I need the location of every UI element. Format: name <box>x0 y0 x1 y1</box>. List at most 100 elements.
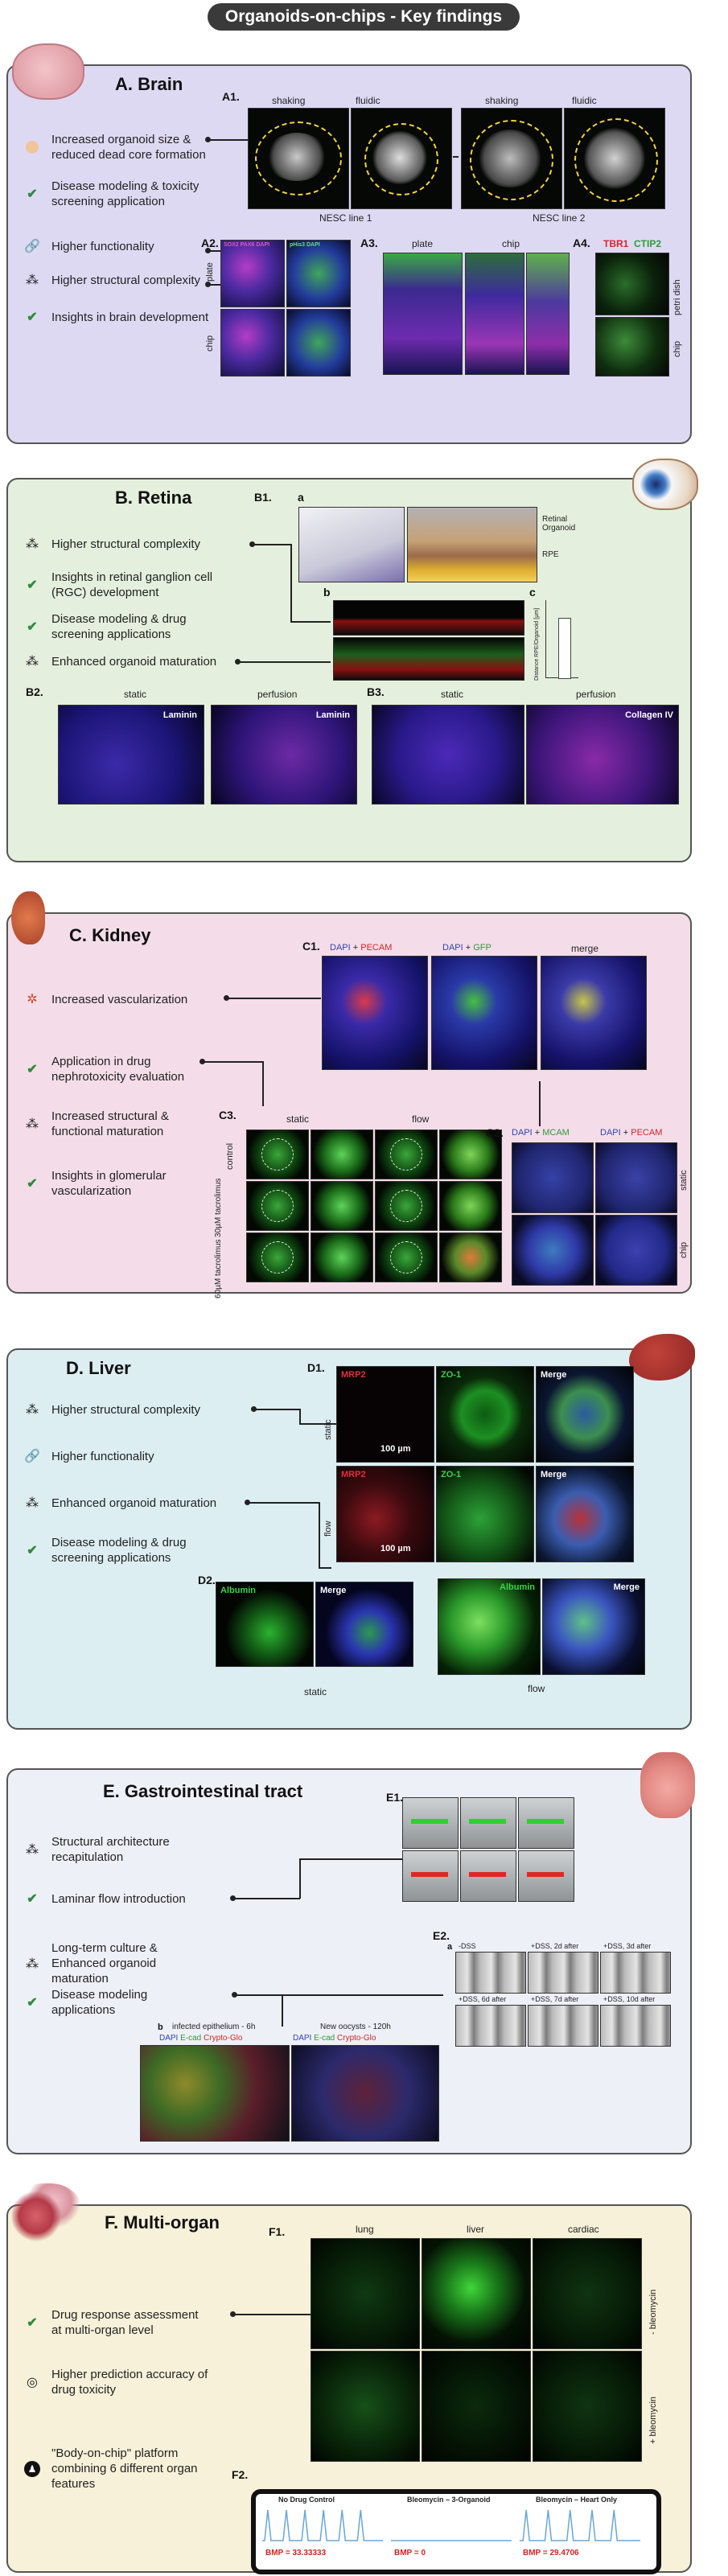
brain-panel: A. Brain Increased organoid size & reduc… <box>6 43 692 444</box>
multi-bullet-text: "Body-on-chip" platform combining 6 diff… <box>51 2446 198 2491</box>
retina-bullet-3: ✔ Disease modeling & drug screening appl… <box>24 611 241 642</box>
retina-bullet-2: ✔ Insights in retinal ganglion cell (RGC… <box>24 570 241 600</box>
micrograph <box>402 1797 459 1849</box>
panel-label-b3: B3. <box>367 685 385 698</box>
micrograph <box>439 1232 502 1282</box>
bmp-value: BMP = 0 <box>394 2549 426 2557</box>
micrograph <box>372 705 524 804</box>
micrograph: Merge <box>542 1578 645 1675</box>
subpanel-label-a: a <box>298 491 304 504</box>
organoid-icon <box>24 139 40 155</box>
micrograph <box>564 108 665 209</box>
connector-line <box>290 621 331 623</box>
brain-bullet-text: Insights in brain development <box>51 310 209 324</box>
micrograph: ZO-1 <box>436 1466 534 1562</box>
panel-label-b2: B2. <box>26 685 43 698</box>
micrograph <box>286 309 351 377</box>
vascular-icon: ✲ <box>27 993 38 1006</box>
chip-schematic <box>407 507 537 582</box>
panel-label-f1: F1. <box>269 2225 286 2238</box>
connector-line <box>319 1567 331 1569</box>
micrograph <box>595 1215 677 1286</box>
micrograph <box>246 1232 309 1282</box>
organoid-outline <box>390 1190 422 1222</box>
eye-icon <box>632 459 698 510</box>
micrograph <box>518 1850 574 1902</box>
dss-label: +DSS, 7d after <box>531 1995 579 2003</box>
connector-line <box>299 1423 336 1425</box>
micrograph <box>600 1952 671 1994</box>
micrograph <box>595 253 669 315</box>
panel-label-a3: A3. <box>360 237 378 249</box>
micrograph <box>439 1181 502 1231</box>
check-icon: ✔ <box>27 187 38 201</box>
trace-line <box>262 2509 383 2541</box>
micrograph: Merge <box>315 1582 413 1667</box>
micrograph <box>220 309 285 377</box>
micrograph <box>595 317 669 377</box>
connector-line <box>252 544 290 545</box>
label-rpe: RPE <box>542 550 559 559</box>
organoid-outline <box>390 1138 422 1171</box>
multi-organ-icon <box>11 2183 82 2243</box>
stain-gfp: GFP <box>473 943 492 953</box>
flow-arrow-red <box>469 1872 506 1877</box>
gi-panel: E. Gastrointestinal tract ⁂ Structural a… <box>6 1752 695 2154</box>
stain-crypto: Crypto-Glo <box>204 2034 243 2043</box>
liver-icon <box>629 1334 695 1381</box>
gi-bullet-1: ⁂ Structural architecture recapitulation <box>24 1834 209 1865</box>
label-shaking: shaking <box>272 95 306 106</box>
connector-line <box>319 1502 320 1568</box>
micrograph <box>518 1797 574 1849</box>
label-static: static <box>286 1113 310 1125</box>
liver-panel: D. Liver ⁂ Higher structural complexity … <box>6 1334 695 1730</box>
micrograph <box>383 253 463 375</box>
liver-bullet-text: Enhanced organoid maturation <box>51 1496 217 1510</box>
retina-bullet-text: Enhanced organoid maturation <box>51 654 217 669</box>
micrograph <box>461 108 562 209</box>
liver-bullet-4: ✔ Disease modeling & drug screening appl… <box>24 1535 225 1566</box>
micrograph <box>512 1215 594 1286</box>
organoid-cluster-icon: ⁂ <box>26 1957 39 1971</box>
stain-label: SOX2 PAX6 DAPI <box>224 242 270 248</box>
panel-label-a1: A1. <box>222 90 240 103</box>
connector-line <box>232 1898 300 1899</box>
page-title-banner: Organoids-on-chips - Key findings <box>208 3 520 31</box>
micrograph <box>311 1130 373 1179</box>
multi-bullet-2: ◎ Higher prediction accuracy of drug tox… <box>24 2367 209 2397</box>
kidney-bullet-2: ✔ Application in drug nephrotoxicity eva… <box>24 1054 201 1084</box>
gi-bullet-text: Disease modeling applications <box>51 1988 148 2017</box>
multi-title: F. Multi-organ <box>105 2212 220 2232</box>
organoid-cluster-icon: ⁂ <box>26 274 39 287</box>
connector-line <box>299 1858 402 1860</box>
flow-arrow-red <box>411 1872 448 1877</box>
label-flow: flow <box>528 1683 545 1694</box>
label-nesc-line-1: NESC line 1 <box>319 212 372 224</box>
dss-label: +DSS, 2d after <box>531 1942 579 1950</box>
micrograph <box>455 2005 526 2047</box>
dss-label: +DSS, 6d after <box>459 1995 507 2003</box>
panel-label-a4: A4. <box>573 237 590 249</box>
bmp-value: BMP = 33.33333 <box>265 2549 327 2557</box>
chart-frame <box>251 2489 661 2574</box>
connector-line <box>253 1409 300 1410</box>
micrograph <box>311 1232 373 1282</box>
brain-bullet-text: Disease modeling & toxicity screening ap… <box>51 179 199 208</box>
label-petri-dish: petri dish <box>672 279 682 315</box>
retina-bullet-text: Insights in retinal ganglion cell (RGC) … <box>51 570 213 599</box>
connector-line <box>226 998 321 999</box>
scale-bar-label: 100 µm <box>380 1444 411 1454</box>
connector-line <box>299 1409 301 1423</box>
intestine-icon <box>640 1752 695 1818</box>
connector-line <box>202 1061 263 1063</box>
check-icon: ✔ <box>27 311 38 324</box>
label-new-oocysts: New oocysts - 120h <box>320 2023 391 2031</box>
label-perfusion: perfusion <box>576 689 616 700</box>
micrograph <box>375 1232 438 1282</box>
chart-title: Bleomycin – Heart Only <box>536 2496 618 2504</box>
label-shaking: shaking <box>485 95 519 106</box>
kidney-bullet-text: Increased structural & functional matura… <box>51 1109 169 1138</box>
stain-zo1: ZO-1 <box>441 1370 462 1380</box>
